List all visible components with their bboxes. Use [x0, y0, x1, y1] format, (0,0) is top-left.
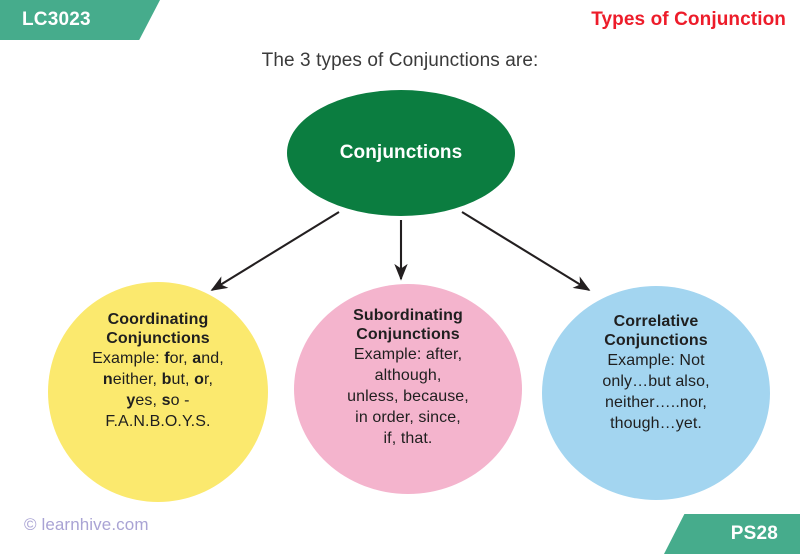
- category-body-line-2: although,: [374, 367, 442, 384]
- page-number-banner: PS28: [664, 514, 800, 554]
- category-body-line-1: Example: after,: [353, 346, 463, 363]
- root-node-conjunctions: Conjunctions: [287, 90, 515, 216]
- category-heading-line2: Conjunctions: [604, 332, 708, 349]
- category-heading-line1: Correlative: [613, 313, 699, 330]
- lesson-code-banner: LC3023: [0, 0, 160, 40]
- category-heading-line2: Conjunctions: [356, 326, 460, 343]
- subtitle-text: The 3 types of Conjunctions are:: [261, 50, 539, 71]
- category-heading-correlative: Correlative Conjunctions: [604, 312, 707, 350]
- category-circle-coordinating: Coordinating Conjunctions Example: for, …: [48, 282, 268, 502]
- category-body-line-3: yes, so -: [126, 392, 190, 409]
- root-node-label: Conjunctions: [339, 142, 463, 163]
- category-body-line-1: Example: for, and,: [92, 350, 224, 367]
- category-heading-line1: Coordinating: [107, 311, 209, 328]
- page-number-label: PS28: [730, 523, 778, 544]
- category-body-line-4: in order, since,: [355, 409, 461, 426]
- copyright-text: © learnhive.com: [24, 515, 149, 534]
- category-body-line-3: neither…..nor,: [605, 394, 707, 411]
- category-body-coordinating: Example: for, and, neither, but, or, yes…: [78, 348, 238, 432]
- category-heading-line2: Conjunctions: [106, 330, 210, 347]
- category-body-line-1: Example: Not: [607, 352, 705, 369]
- category-heading-subordinating: Subordinating Conjunctions: [353, 306, 463, 344]
- category-body-line-5: if, that.: [383, 430, 433, 447]
- category-body-line-3: unless, because,: [347, 388, 469, 405]
- category-body-subordinating: Example: after, although, unless, becaus…: [333, 344, 483, 449]
- category-body-line-2: neither, but, or,: [102, 371, 214, 388]
- category-body-line-4: though…yet.: [610, 415, 702, 432]
- category-body-line-2: only…but also,: [602, 373, 710, 390]
- arrow-to-coordinating: [210, 211, 340, 291]
- category-heading-coordinating: Coordinating Conjunctions: [106, 310, 209, 348]
- category-circle-correlative: Correlative Conjunctions Example: Not on…: [542, 286, 770, 500]
- page-title: Types of Conjunction: [591, 9, 786, 30]
- arrow-to-correlative: [461, 211, 591, 291]
- category-body-correlative: Example: Not only…but also, neither…..no…: [588, 350, 723, 434]
- category-circle-subordinating: Subordinating Conjunctions Example: afte…: [294, 284, 522, 494]
- category-body-line-4: F.A.N.B.O.Y.S.: [105, 413, 211, 430]
- lesson-code-label: LC3023: [22, 9, 91, 30]
- category-heading-line1: Subordinating: [353, 307, 463, 324]
